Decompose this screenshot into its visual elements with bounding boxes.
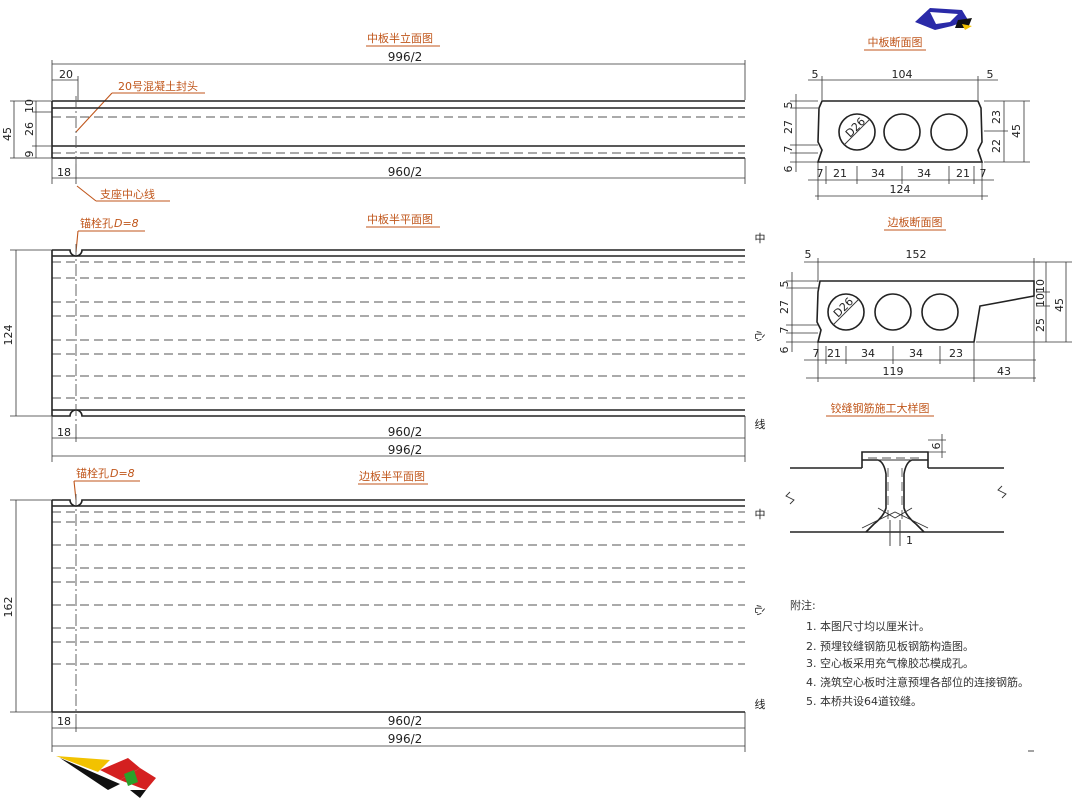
ms-top-right: 5 (987, 68, 994, 81)
ms-bottom-5: 21 (956, 167, 970, 180)
es-cantilever: 43 (997, 365, 1011, 378)
notes-heading: 附注: (790, 598, 816, 612)
ms-bottom-width: 124 (890, 183, 911, 196)
ms-bottom-3: 34 (871, 167, 885, 180)
mid-plan-support-offset: 18 (57, 426, 71, 439)
edge-plan-total: 996/2 (388, 732, 423, 746)
logo-bottom-left (56, 756, 156, 798)
ms-bottom-6: 7 (980, 167, 987, 180)
es-left-1: 5 (778, 281, 791, 288)
mid-section-title: 中板断面图 (868, 35, 923, 49)
elev-h-total: 45 (1, 127, 14, 141)
es-bottom-2: 21 (827, 347, 841, 360)
seal-label: 20号混凝土封头 (118, 79, 198, 93)
ms-left-2: 27 (782, 120, 795, 134)
elev-support-offset: 18 (57, 166, 71, 179)
es-top-width: 152 (906, 248, 927, 261)
es-bottom-5: 23 (949, 347, 963, 360)
note-1: 1. 本图尺寸均以厘米计。 (806, 619, 930, 633)
es-bottom-width: 119 (883, 365, 904, 378)
edge-plan-support-offset: 18 (57, 715, 71, 728)
ms-bottom-2: 21 (833, 167, 847, 180)
es-bottom-4: 34 (909, 347, 923, 360)
ms-top-left: 5 (812, 68, 819, 81)
edge-plan-title: 边板半平面图 (359, 469, 425, 483)
hinge-detail: 铰缝钢筋施工大样图 1 6 (785, 401, 1007, 547)
mid-anchor-d: D=8 (114, 217, 139, 230)
es-right-1: 10 (1034, 279, 1047, 293)
centerline-char-1: 中 (755, 232, 766, 245)
hinge-bottom-dim: 1 (906, 534, 913, 547)
note-4: 4. 浇筑空心板时注意预埋各部位的连接钢筋。 (806, 675, 1029, 689)
mid-plan-total: 996/2 (388, 443, 423, 457)
mid-plan: 中板半平面图 锚栓孔 D=8 124 18 960/2 996/2 (2, 212, 766, 462)
es-right-2: 10 (1034, 293, 1047, 307)
support-centerline-label: 支座中心线 (100, 187, 155, 201)
mid-plan-width: 124 (2, 325, 15, 346)
es-bottom-1: 7 (813, 347, 820, 360)
es-left-4: 6 (778, 347, 791, 354)
ms-left-3: 7 (782, 146, 795, 153)
mid-plan-span: 960/2 (388, 425, 423, 439)
note-2: 2. 预埋铰缝钢筋见板钢筋构造图。 (806, 639, 974, 653)
ms-top-width: 104 (892, 68, 913, 81)
hinge-title: 铰缝钢筋施工大样图 (831, 401, 930, 415)
notes: 附注: 1. 本图尺寸均以厘米计。 2. 预埋铰缝钢筋见板钢筋构造图。 3. 空… (790, 598, 1029, 708)
mid-section: 中板断面图 5 104 5 D26 5 27 7 6 23 22 45 (782, 35, 1030, 200)
ms-bottom-1: 7 (817, 167, 824, 180)
es-top-left: 5 (805, 248, 812, 261)
mid-anchor-label: 锚栓孔 (80, 216, 113, 230)
edge-centerline-char-3: 线 (755, 697, 766, 711)
es-bottom-3: 34 (861, 347, 875, 360)
ms-right-2: 22 (990, 139, 1003, 153)
hinge-top-dim: 6 (930, 443, 943, 450)
ms-bottom-4: 34 (917, 167, 931, 180)
es-left-3: 7 (778, 327, 791, 334)
elev-h-mid: 26 (23, 122, 36, 136)
mid-elevation: 中板半立面图 996/2 20 20号混凝土封头 45 10 26 9 (1, 31, 746, 202)
edge-centerline-char-2: 心 (753, 605, 766, 616)
elev-total-dim: 996/2 (388, 50, 423, 64)
edge-centerline-char-1: 中 (755, 508, 766, 521)
ms-right-1: 23 (990, 110, 1003, 124)
edge-plan-span: 960/2 (388, 714, 423, 728)
mid-plan-title: 中板半平面图 (367, 212, 433, 226)
note-5: 5. 本桥共设64道铰缝。 (806, 694, 922, 708)
edge-anchor-d: D=8 (110, 467, 135, 480)
ms-left-1: 5 (782, 102, 795, 109)
edge-section-title: 边板断面图 (888, 215, 943, 229)
note-3: 3. 空心板采用充气橡胶芯模成孔。 (806, 656, 974, 670)
ms-left-4: 6 (782, 166, 795, 173)
mid-elevation-title: 中板半立面图 (367, 31, 433, 45)
edge-section: 边板断面图 5 152 D26 5 27 7 6 10 10 25 (778, 215, 1072, 382)
elev-h-top: 10 (23, 99, 36, 113)
logo-top-right (915, 8, 972, 30)
edge-plan-width: 162 (2, 597, 15, 618)
es-left-2: 27 (778, 300, 791, 314)
ms-hole-label: D26 (843, 115, 868, 140)
centerline-char-3: 线 (755, 417, 766, 431)
es-height: 45 (1053, 298, 1066, 312)
elev-h-bot: 9 (23, 151, 36, 158)
elev-left-end-dim: 20 (59, 68, 73, 81)
es-right-3: 25 (1034, 318, 1047, 332)
edge-anchor-label: 锚栓孔 (76, 466, 109, 480)
ms-height: 45 (1010, 124, 1023, 138)
edge-plan: 边板半平面图 锚栓孔 D=8 162 18 960/2 996/2 (2, 466, 766, 752)
centerline-char-2: 心 (753, 331, 766, 342)
elev-span-dim: 960/2 (388, 165, 423, 179)
